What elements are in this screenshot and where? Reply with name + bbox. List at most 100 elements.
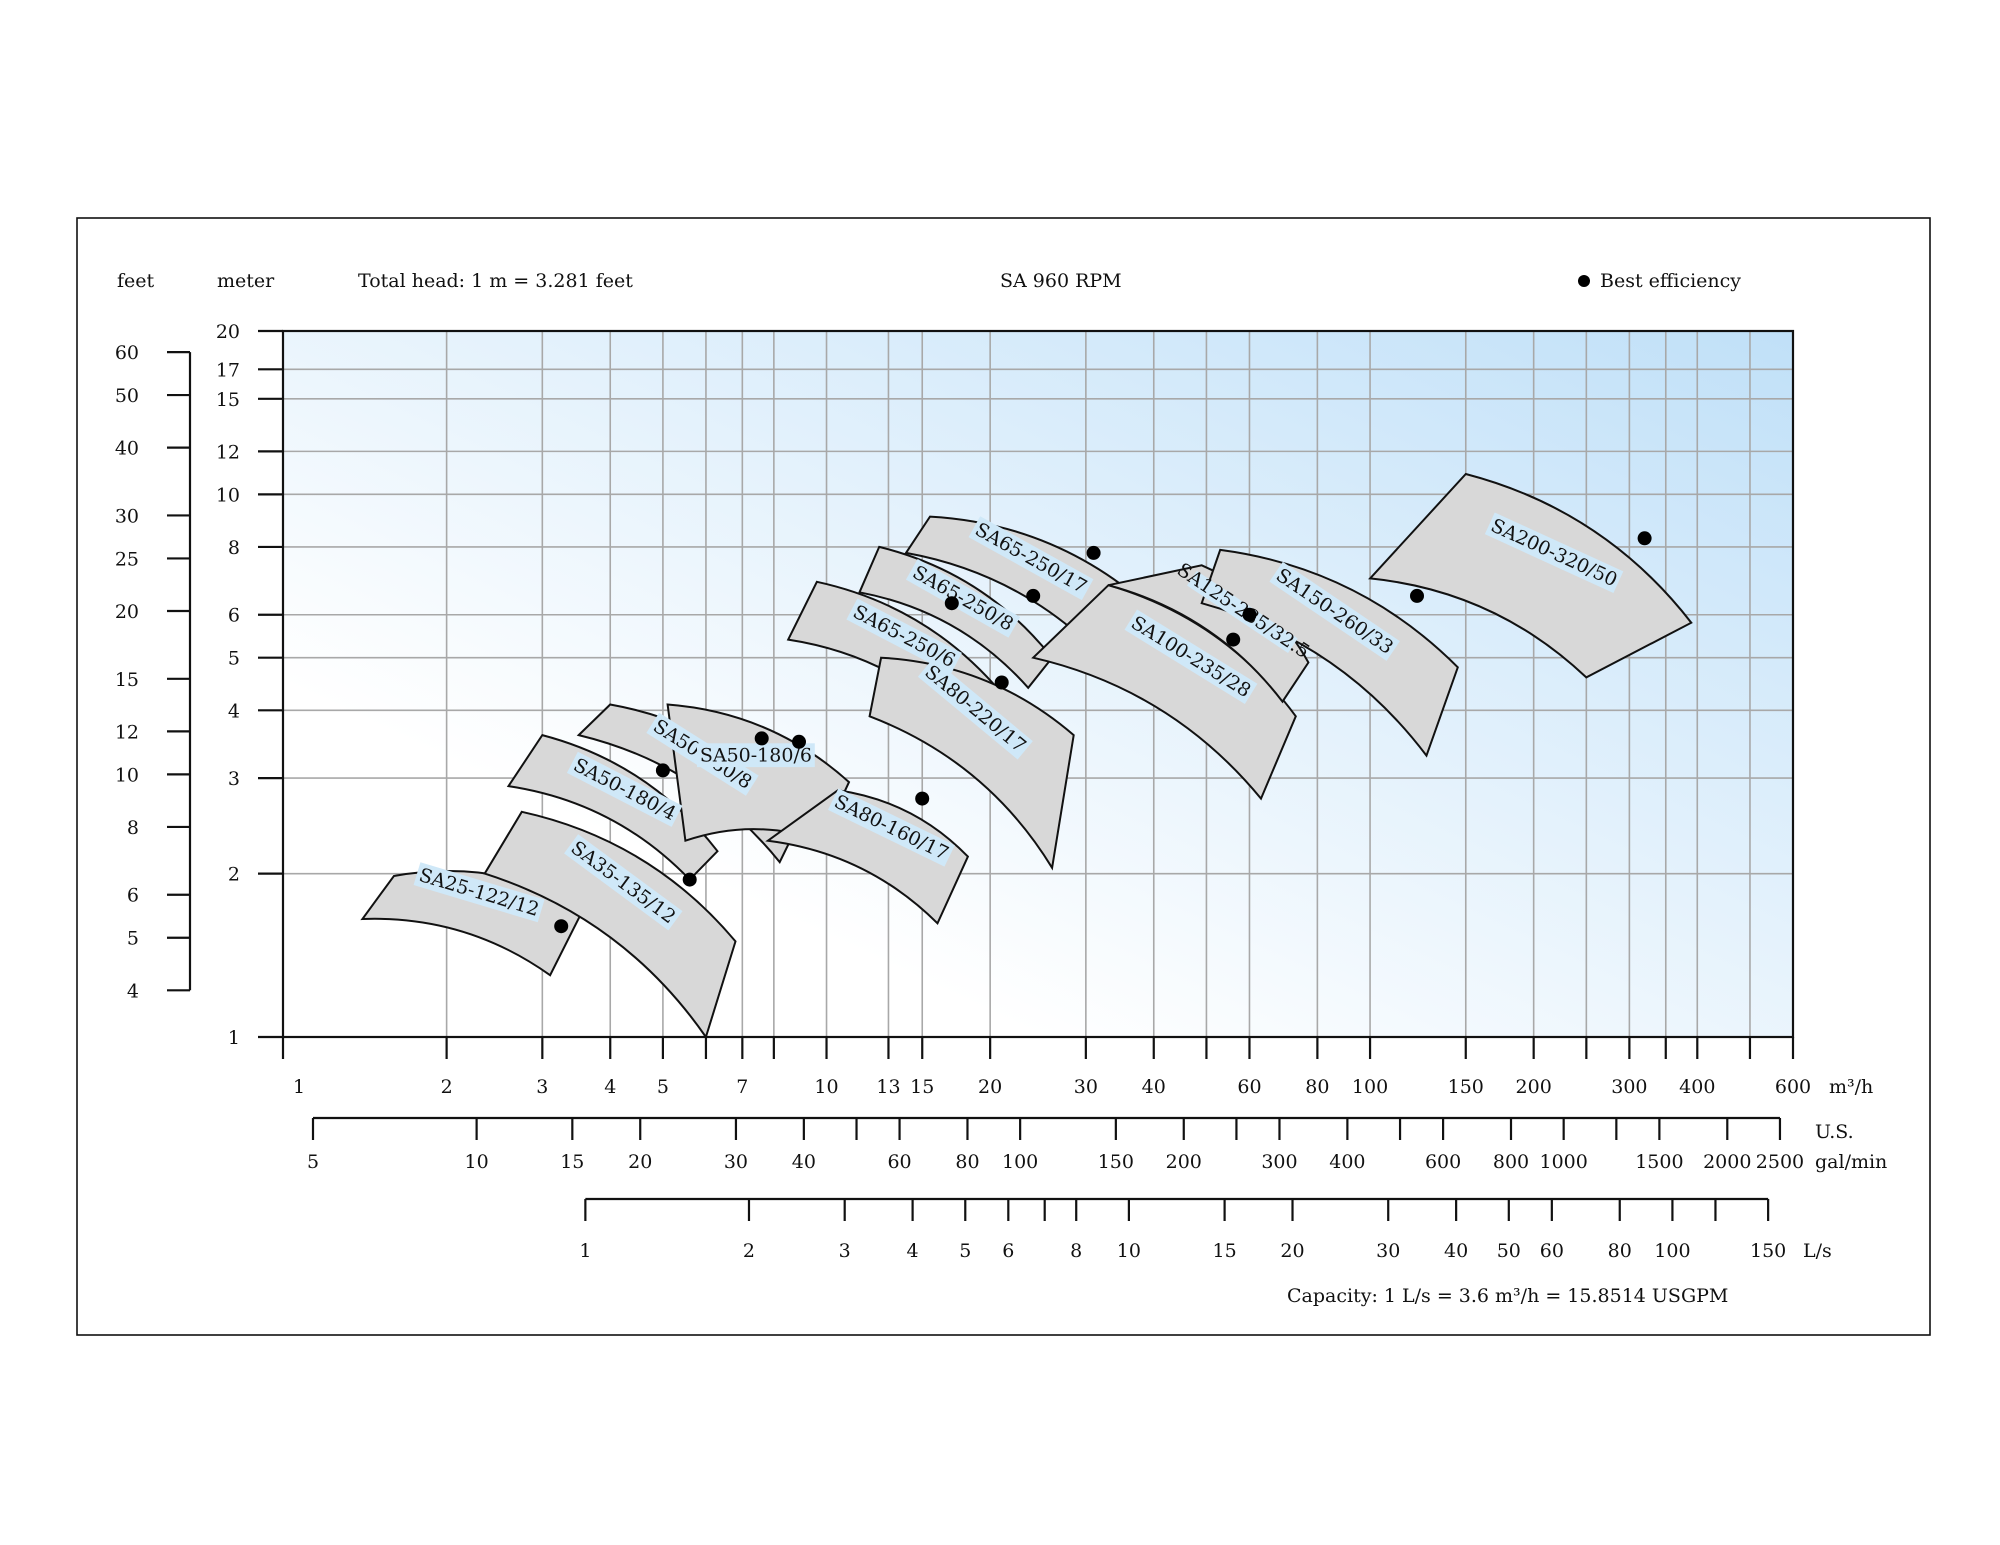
usgpm-tick-label: 150 bbox=[1098, 1151, 1134, 1173]
usgpm-tick-label: 2000 bbox=[1703, 1151, 1751, 1173]
feet-tick-label: 6 bbox=[127, 885, 139, 907]
usgpm-tick-label: 300 bbox=[1261, 1151, 1297, 1173]
feet-tick-label: 15 bbox=[115, 669, 139, 691]
usgpm-tick-label: 1000 bbox=[1539, 1151, 1587, 1173]
meter-tick-label: 2 bbox=[228, 864, 240, 886]
usgpm-tick-label: 1500 bbox=[1635, 1151, 1683, 1173]
m3h-tick-label: 200 bbox=[1516, 1076, 1552, 1098]
pump-label-background bbox=[697, 743, 815, 768]
pump-region bbox=[483, 810, 737, 1040]
best-efficiency-dot bbox=[1637, 531, 1652, 546]
ls-tick-label: 15 bbox=[1213, 1240, 1237, 1262]
best-efficiency-dot bbox=[994, 675, 1009, 690]
ls-tick-label: 40 bbox=[1444, 1240, 1468, 1262]
feet-tick-label: 50 bbox=[115, 385, 139, 407]
pump-label-background bbox=[413, 862, 545, 923]
m3h-unit-label: m³/h bbox=[1829, 1076, 1873, 1098]
usgpm-tick-label: 2500 bbox=[1756, 1151, 1804, 1173]
best-efficiency-dot bbox=[655, 763, 670, 778]
usgpm-tick-label: 5 bbox=[307, 1151, 319, 1173]
usgpm-tick-label: 15 bbox=[560, 1151, 584, 1173]
pump-label: SA50-180/6 bbox=[700, 744, 812, 766]
pump-region bbox=[506, 733, 719, 882]
m3h-tick-label: 150 bbox=[1448, 1076, 1484, 1098]
pump-region bbox=[666, 703, 851, 843]
m3h-tick-label: 3 bbox=[536, 1076, 548, 1098]
feet-tick-label: 25 bbox=[115, 548, 139, 570]
ls-tick-label: 10 bbox=[1117, 1240, 1141, 1262]
best-efficiency-points bbox=[554, 531, 1652, 934]
meter-tick-label: 5 bbox=[228, 648, 240, 670]
ls-tick-label: 6 bbox=[1002, 1240, 1014, 1262]
meter-tick-label: 3 bbox=[228, 768, 240, 790]
ls-tick-label: 3 bbox=[839, 1240, 851, 1262]
pump-label-background bbox=[1187, 570, 1298, 654]
best-efficiency-dot bbox=[944, 596, 959, 611]
capacity-note: Capacity: 1 L/s = 3.6 m³/h = 15.8514 USG… bbox=[1287, 1285, 1728, 1307]
usgpm-tick-label: 100 bbox=[1002, 1151, 1038, 1173]
usgpm-tick-label: 200 bbox=[1166, 1151, 1202, 1173]
feet-tick-label: 8 bbox=[127, 817, 139, 839]
meter-tick-label: 12 bbox=[216, 441, 240, 463]
ls-tick-label: 2 bbox=[743, 1240, 755, 1262]
usgpm-unit-label-2: gal/min bbox=[1815, 1151, 1887, 1173]
chart-frame bbox=[76, 217, 1931, 1336]
usgpm-tick-label: 20 bbox=[628, 1151, 652, 1173]
meter-tick-label: 20 bbox=[216, 321, 240, 343]
usgpm-unit-label-1: U.S. bbox=[1815, 1121, 1854, 1143]
m3h-tick-label: 40 bbox=[1142, 1076, 1166, 1098]
m3h-tick-label: 10 bbox=[814, 1076, 838, 1098]
usgpm-tick-label: 80 bbox=[955, 1151, 979, 1173]
ls-tick-label: 100 bbox=[1654, 1240, 1690, 1262]
usgpm-tick-label: 600 bbox=[1425, 1151, 1461, 1173]
m3h-tick-label: 1 bbox=[293, 1076, 305, 1098]
ls-tick-label: 4 bbox=[907, 1240, 919, 1262]
pump-label-background bbox=[1484, 512, 1624, 594]
chart-title: SA 960 RPM bbox=[1000, 270, 1122, 292]
pump-label-background bbox=[1269, 561, 1400, 661]
meter-axis-title: meter bbox=[217, 270, 275, 292]
ls-tick-label: 20 bbox=[1280, 1240, 1304, 1262]
feet-tick-label: 30 bbox=[115, 505, 139, 527]
pump-label-group: SA50-180/6 bbox=[697, 743, 815, 768]
feet-tick-label: 10 bbox=[115, 764, 139, 786]
meter-tick-label: 8 bbox=[228, 537, 240, 559]
m3h-tick-label: 600 bbox=[1775, 1076, 1811, 1098]
ls-tick-label: 5 bbox=[959, 1240, 971, 1262]
m3h-tick-label: 2 bbox=[441, 1076, 453, 1098]
pump-label-background bbox=[1124, 609, 1258, 705]
m3h-tick-label: 13 bbox=[876, 1076, 900, 1098]
best-efficiency-dot bbox=[1226, 632, 1241, 647]
ls-tick-label: 60 bbox=[1540, 1240, 1564, 1262]
feet-tick-label: 12 bbox=[115, 721, 139, 743]
pump-label-background bbox=[566, 751, 683, 827]
m3h-tick-label: 7 bbox=[736, 1076, 748, 1098]
ls-tick-label: 150 bbox=[1750, 1240, 1786, 1262]
feet-tick-label: 5 bbox=[127, 928, 139, 950]
plot-border bbox=[281, 329, 1795, 1039]
ls-tick-label: 1 bbox=[579, 1240, 591, 1262]
pump-label-background bbox=[827, 788, 955, 867]
legend-label: Best efficiency bbox=[1600, 270, 1741, 292]
ls-tick-label: 80 bbox=[1608, 1240, 1632, 1262]
usgpm-tick-label: 30 bbox=[724, 1151, 748, 1173]
ls-tick-label: 8 bbox=[1070, 1240, 1082, 1262]
pump-label-background bbox=[968, 516, 1094, 601]
best-efficiency-dot bbox=[682, 872, 697, 887]
usgpm-tick-label: 40 bbox=[792, 1151, 816, 1173]
feet-axis-title: feet bbox=[117, 270, 155, 292]
feet-tick-label: 4 bbox=[127, 980, 139, 1002]
feet-tick-label: 40 bbox=[115, 438, 139, 460]
m3h-tick-label: 60 bbox=[1237, 1076, 1261, 1098]
m3h-tick-label: 400 bbox=[1679, 1076, 1715, 1098]
m3h-tick-label: 15 bbox=[910, 1076, 934, 1098]
pump-label-background bbox=[905, 558, 1021, 638]
m3h-tick-label: 20 bbox=[978, 1076, 1002, 1098]
pump-region bbox=[1368, 472, 1693, 679]
ls-unit-label: L/s bbox=[1803, 1240, 1832, 1262]
meter-tick-label: 4 bbox=[228, 700, 240, 722]
m3h-tick-label: 30 bbox=[1074, 1076, 1098, 1098]
